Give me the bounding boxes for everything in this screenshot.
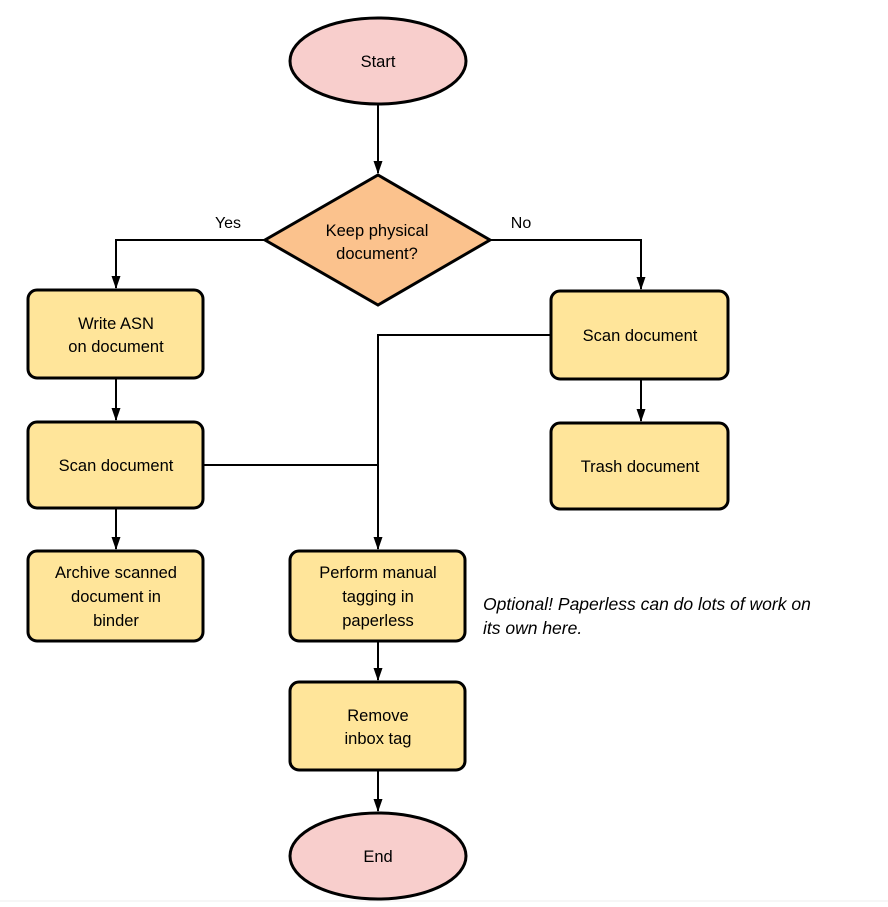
scan-right-shape xyxy=(549,289,730,381)
end-label: End xyxy=(363,848,392,866)
node-remove-inbox-tag: Remove inbox tag xyxy=(288,680,467,772)
node-start: Start xyxy=(288,16,468,106)
edge-decision-yes-to-write-asn xyxy=(111,239,265,289)
scan-right-label: Scan document xyxy=(583,327,698,345)
edge-scan-right-to-tagging xyxy=(373,334,551,550)
decision-label-line1: Keep physical xyxy=(326,222,429,240)
node-scan-document-left: Scan document xyxy=(26,420,205,510)
node-trash-document: Trash document xyxy=(549,421,730,511)
remove-inbox-shape xyxy=(288,680,467,772)
decision-diamond-shape xyxy=(261,173,493,307)
trash-label: Trash document xyxy=(581,458,700,476)
edges xyxy=(111,104,646,812)
tagging-label-line3: paperless xyxy=(342,612,414,630)
tagging-label-line1: Perform manual xyxy=(319,564,436,582)
node-archive-scanned: Archive scanned document in binder xyxy=(26,549,205,643)
archive-label-line1: Archive scanned xyxy=(55,564,177,582)
tagging-shape xyxy=(288,549,467,643)
node-write-asn: Write ASN on document xyxy=(26,288,205,380)
node-manual-tagging: Perform manual tagging in paperless xyxy=(288,549,467,643)
edge-label-no: No xyxy=(511,215,532,232)
end-terminator-shape xyxy=(288,811,468,901)
archive-label-line3: binder xyxy=(93,612,139,630)
edge-decision-no-to-scan-right xyxy=(490,239,646,290)
start-label: Start xyxy=(361,53,396,71)
node-scan-document-right: Scan document xyxy=(549,289,730,381)
annotation-line1: Optional! Paperless can do lots of work … xyxy=(483,594,811,614)
annotation-optional-note: Optional! Paperless can do lots of work … xyxy=(483,594,811,638)
write-asn-shape xyxy=(26,288,205,380)
write-asn-label-line2: on document xyxy=(68,338,164,356)
trash-shape xyxy=(549,421,730,511)
edge-label-yes: Yes xyxy=(215,215,241,232)
archive-label-line2: document in xyxy=(71,588,161,606)
start-terminator-shape xyxy=(288,16,468,106)
scan-left-label: Scan document xyxy=(59,457,174,475)
annotation-line2: its own here. xyxy=(483,618,582,638)
decision-label-line2: document? xyxy=(336,245,418,263)
node-end: End xyxy=(288,811,468,901)
scan-left-shape xyxy=(26,420,205,510)
archive-shape xyxy=(26,549,205,643)
node-decision-keep-physical: Keep physical document? xyxy=(261,173,493,307)
remove-inbox-label-line2: inbox tag xyxy=(345,730,412,748)
remove-inbox-label-line1: Remove xyxy=(347,707,408,725)
write-asn-label-line1: Write ASN xyxy=(78,315,154,333)
tagging-label-line2: tagging in xyxy=(342,588,414,606)
